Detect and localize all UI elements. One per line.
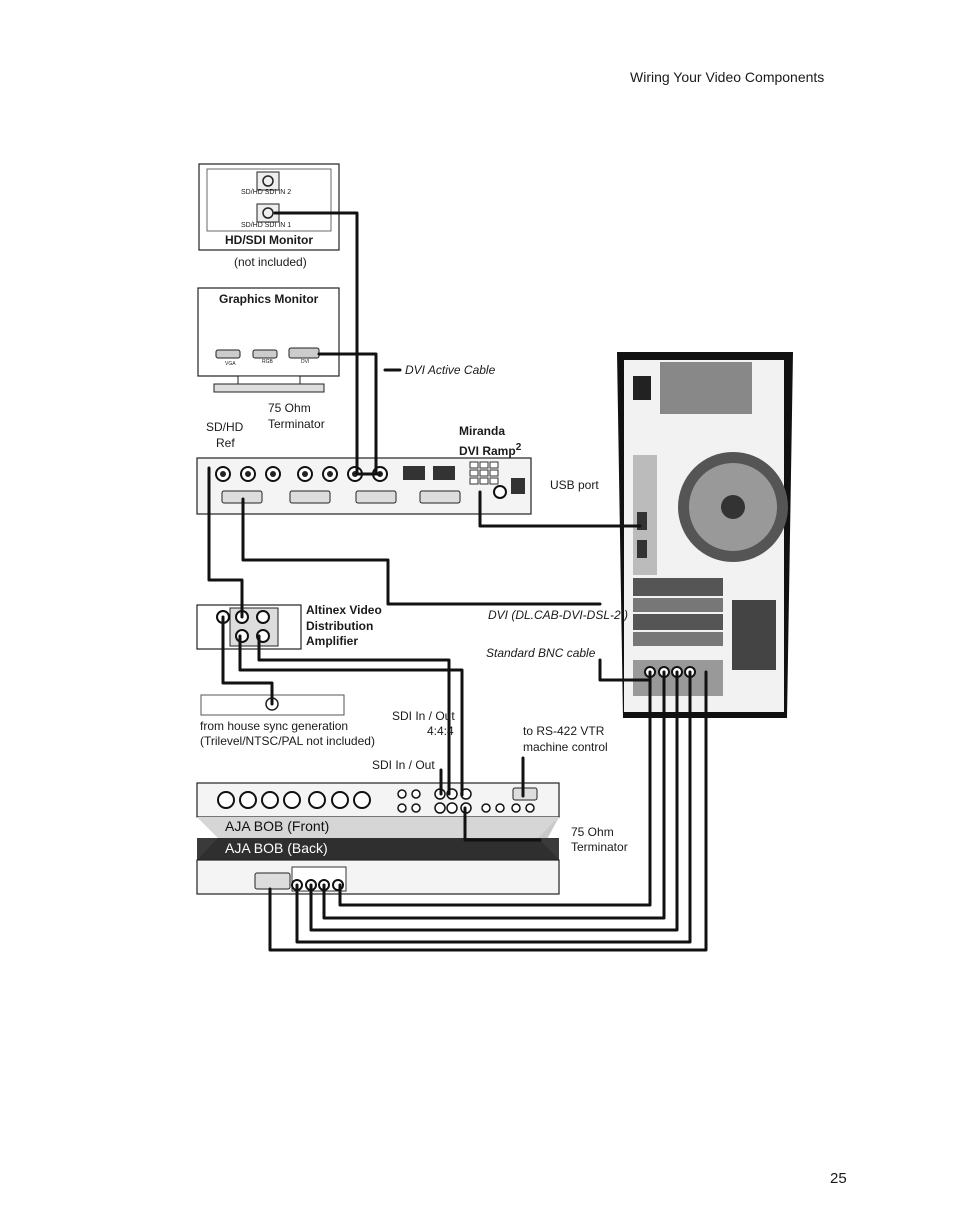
- bnc-cable-label: Standard BNC cable: [486, 646, 596, 660]
- sdhd-ref-label-a: SD/HD: [206, 420, 244, 434]
- miranda-label-b: DVI Ramp2: [459, 440, 521, 459]
- miranda-label-name: DVI Ramp: [459, 444, 516, 458]
- aja-bob: [196, 782, 560, 895]
- dvi-active-cable-label: DVI Active Cable: [405, 363, 496, 377]
- graphics-monitor: [197, 287, 340, 393]
- hd-monitor-port-1: SD/HD SDI IN 1: [241, 222, 292, 229]
- computer-tower: [617, 352, 793, 718]
- port-rgb-label: RGB: [262, 359, 273, 365]
- usb-port-label: USB port: [550, 478, 599, 492]
- page-header: Wiring Your Video Components: [630, 69, 825, 85]
- altinex-label-a: Altinex Video: [306, 603, 382, 617]
- port-dvi-label: DVI: [301, 359, 310, 365]
- sdi-inout-label: SDI In / Out: [372, 758, 435, 772]
- altinex-amplifier: [196, 604, 302, 650]
- port-vga-label: VGA: [225, 361, 236, 367]
- aja-bob-front-label: AJA BOB (Front): [225, 818, 330, 834]
- dvi-cable-label: DVI (DL.CAB-DVI-DSL-2 ): [488, 608, 629, 622]
- graphics-monitor-title: Graphics Monitor: [219, 292, 319, 306]
- house-sync-label-b: (Trilevel/NTSC/PAL not included): [200, 734, 375, 748]
- rs422-label-b: machine control: [523, 740, 608, 754]
- altinex-label-b: Distribution: [306, 619, 374, 633]
- miranda-dvi-ramp: [196, 457, 532, 515]
- hd-monitor-title: HD/SDI Monitor: [225, 233, 313, 247]
- hd-monitor-port-2: SD/HD SDI IN 2: [241, 189, 292, 196]
- miranda-label-superscript: 2: [515, 442, 522, 453]
- hd-monitor-note: (not included): [234, 255, 307, 269]
- terminator-label-2b: Terminator: [571, 840, 628, 854]
- miranda-label-a: Miranda: [459, 424, 506, 438]
- sdi-444-label-b: 4:4:4: [427, 724, 454, 738]
- aja-bob-back-label: AJA BOB (Back): [225, 840, 328, 856]
- hd-sdi-monitor: [198, 163, 340, 251]
- page-number: 25: [830, 1170, 847, 1187]
- terminator-label-1a: 75 Ohm: [268, 401, 311, 415]
- sdi-444-label-a: SDI In / Out: [392, 709, 455, 723]
- terminator-label-2a: 75 Ohm: [571, 825, 614, 839]
- house-sync-label-a: from house sync generation: [200, 719, 349, 733]
- cables: [207, 211, 708, 952]
- sdhd-ref-label-b: Ref: [216, 436, 235, 450]
- altinex-label-c: Amplifier: [306, 634, 359, 648]
- terminator-label-1b: Terminator: [268, 417, 325, 431]
- rs422-label-a: to RS-422 VTR: [523, 724, 605, 738]
